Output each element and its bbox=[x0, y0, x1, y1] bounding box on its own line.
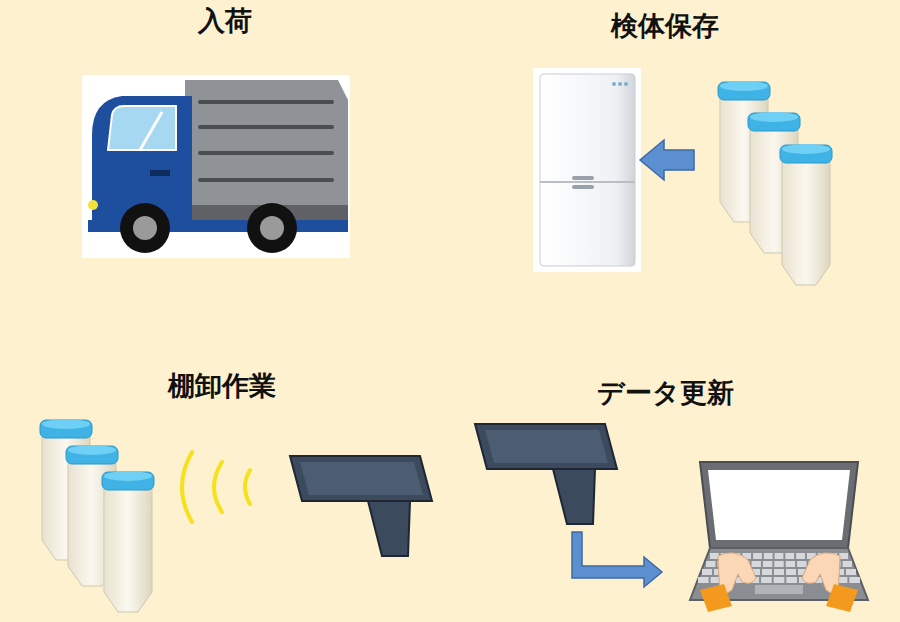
key bbox=[775, 553, 784, 559]
key bbox=[774, 561, 783, 567]
section-title: 検体保存 bbox=[611, 10, 719, 42]
key bbox=[796, 553, 805, 559]
section-title: 棚卸作業 bbox=[168, 370, 276, 402]
key bbox=[761, 577, 772, 583]
key bbox=[786, 577, 797, 583]
scanner-2 bbox=[475, 424, 617, 524]
fridge-illustration bbox=[533, 68, 641, 272]
key bbox=[702, 569, 712, 575]
key bbox=[846, 569, 856, 575]
tubes-top bbox=[718, 81, 832, 285]
key bbox=[710, 553, 719, 559]
key bbox=[786, 561, 795, 567]
section-title: 入荷 bbox=[198, 5, 252, 37]
key bbox=[698, 577, 709, 583]
key bbox=[843, 561, 852, 567]
key bbox=[849, 577, 860, 583]
key bbox=[774, 569, 784, 575]
section-title: データ更新 bbox=[597, 377, 734, 409]
upload-arrow bbox=[572, 532, 662, 587]
key bbox=[706, 561, 715, 567]
scanner-1 bbox=[290, 456, 432, 556]
key bbox=[774, 577, 785, 583]
key bbox=[839, 553, 848, 559]
key bbox=[762, 569, 772, 575]
key bbox=[797, 561, 806, 567]
key bbox=[786, 569, 796, 575]
store-arrow bbox=[640, 140, 694, 180]
laptop-illustration bbox=[690, 462, 868, 612]
tubes-bottom bbox=[40, 419, 154, 612]
key bbox=[753, 553, 762, 559]
key bbox=[763, 561, 772, 567]
key bbox=[785, 553, 794, 559]
key bbox=[764, 553, 773, 559]
truck-illustration bbox=[82, 75, 350, 258]
scan-waves bbox=[182, 452, 250, 522]
key bbox=[752, 561, 761, 567]
